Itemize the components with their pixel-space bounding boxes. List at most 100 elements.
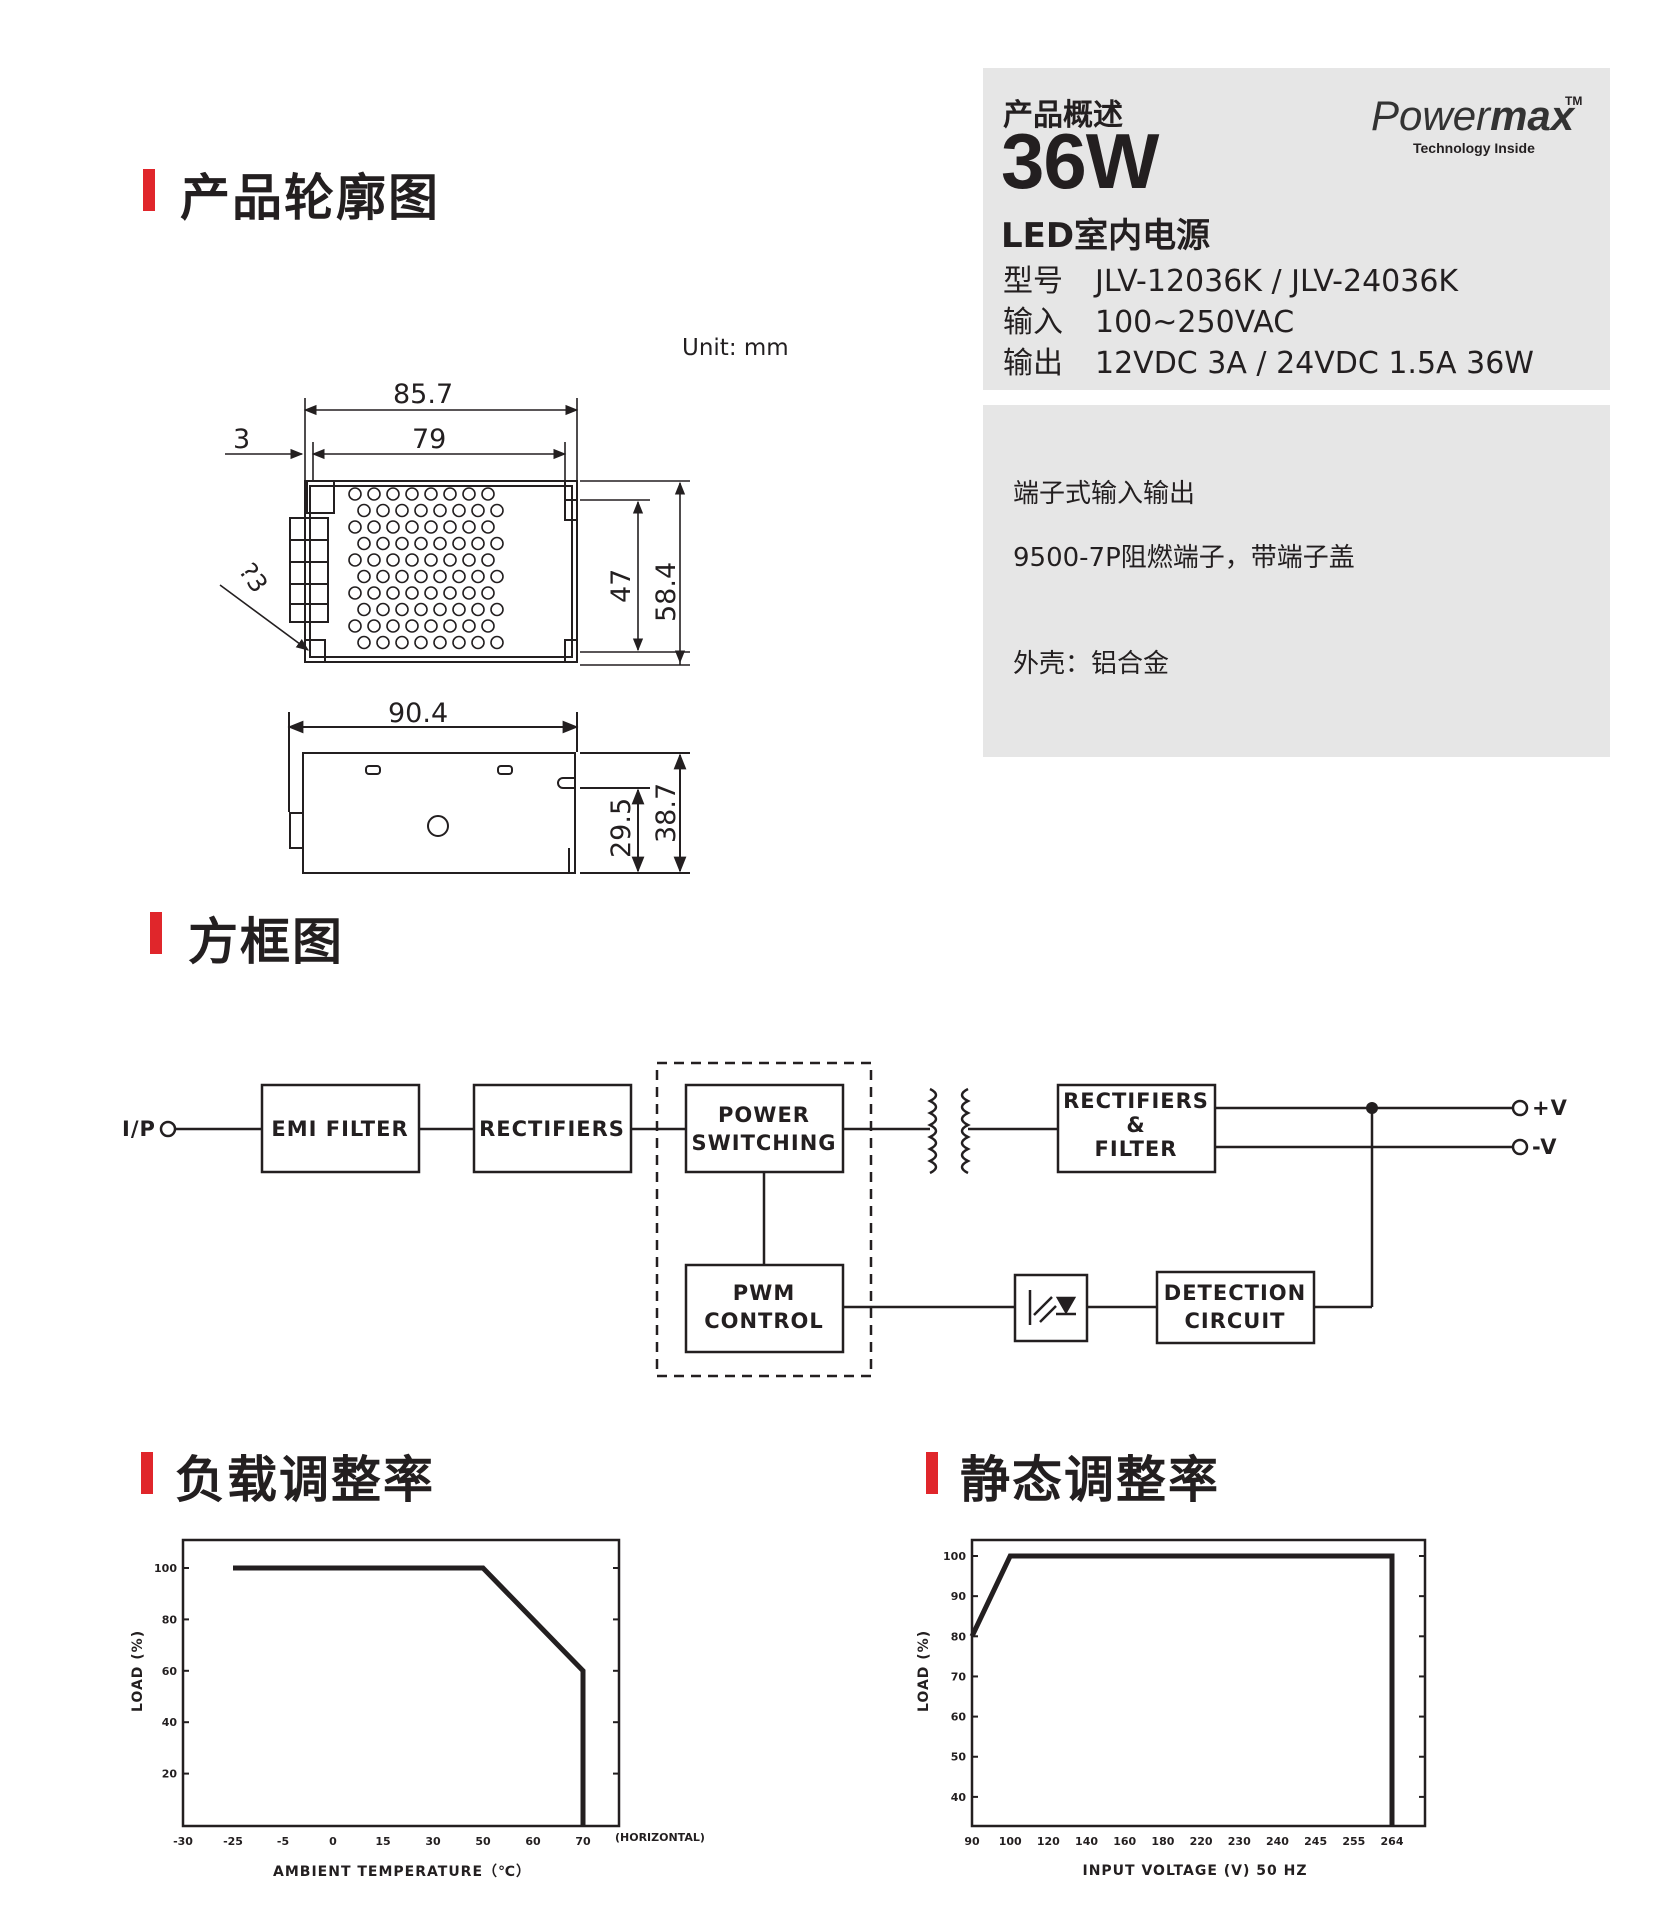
input-label: I/P: [122, 1117, 156, 1141]
vent-hole: [471, 503, 485, 518]
vent-hole: [367, 520, 381, 534]
x-tick-label: 15: [375, 1835, 390, 1848]
x-tick-label: 180: [1151, 1835, 1174, 1848]
brand-logo: Powermax: [1371, 92, 1574, 140]
block-rf-3: FILTER: [1095, 1137, 1178, 1161]
x-tick-label: -25: [223, 1835, 243, 1848]
vent-hole: [386, 487, 400, 501]
output-pos: +V: [1532, 1096, 1568, 1120]
section-marker: [926, 1452, 938, 1494]
y-tick-label: 40: [951, 1791, 967, 1804]
feature-item: 外壳：铝合金: [1013, 649, 1170, 679]
x-tick-label: 240: [1266, 1835, 1289, 1848]
x-tick-label: 245: [1304, 1835, 1327, 1848]
logo-light: Power: [1371, 92, 1491, 139]
y-tick-label: 20: [162, 1768, 178, 1781]
regulation-curve: [969, 1553, 1395, 1825]
vent-hole: [395, 602, 409, 617]
vent-hole: [386, 553, 400, 567]
vent-hole: [443, 619, 457, 633]
vent-hole: [433, 602, 447, 617]
x-axis-label: INPUT VOLTAGE (V) 50 HZ: [1082, 1863, 1307, 1879]
vent-hole: [481, 553, 495, 567]
vent-hole: [433, 635, 447, 650]
chart-frame: [970, 1538, 1427, 1828]
feature-item: 9500-7P阻燃端子，带端子盖: [1013, 543, 1355, 573]
y-axis-label: LOAD (%): [916, 1630, 932, 1712]
vent-hole: [424, 487, 438, 501]
product-type: LED室内电源: [1001, 216, 1211, 256]
logo-tm: TM: [1565, 94, 1583, 108]
vent-hole: [348, 487, 362, 501]
x-tick-label: 160: [1113, 1835, 1136, 1848]
vent-hole: [386, 619, 400, 633]
vent-hole: [462, 487, 476, 501]
y-tick-label: 60: [951, 1711, 967, 1724]
vent-hole: [443, 487, 457, 501]
dim-hole: ?3: [233, 558, 273, 599]
dim-height-body: 47: [606, 569, 637, 603]
vent-hole: [424, 586, 438, 600]
output-neg: -V: [1532, 1135, 1557, 1159]
vent-hole: [424, 520, 438, 534]
vent-hole: [490, 602, 504, 617]
vent-hole: [395, 503, 409, 518]
vent-hole: [414, 569, 428, 584]
vent-hole: [452, 602, 466, 617]
overview-heading: 产品概述: [1003, 98, 1123, 133]
dim-depth-total: 38.7: [651, 783, 682, 843]
vent-hole: [376, 536, 390, 551]
dim-height-total: 58.4: [651, 562, 682, 622]
vent-hole: [367, 487, 381, 501]
vent-hole: [462, 619, 476, 633]
vent-hole: [433, 569, 447, 584]
x-tick-label: 230: [1228, 1835, 1251, 1848]
vent-hole: [414, 536, 428, 551]
x-tick-label: 60: [525, 1835, 541, 1848]
vent-hole: [433, 536, 447, 551]
x-tick-label: -5: [277, 1835, 289, 1848]
load-curve: [233, 1565, 586, 1825]
block-power-switching-1: POWER: [718, 1103, 810, 1127]
vent-hole: [414, 503, 428, 518]
vent-hole: [357, 503, 371, 518]
x-tick-label: 30: [425, 1835, 441, 1848]
vent-hole: [348, 553, 362, 567]
block-pwm-1: PWM: [733, 1281, 795, 1305]
x-axis-suffix: (HORIZONTAL): [615, 1831, 705, 1844]
section-title-load: 负载调整率: [175, 1451, 435, 1509]
vent-hole: [357, 536, 371, 551]
dim-width-total: 90.4: [388, 698, 448, 729]
x-tick-label: 90: [964, 1835, 980, 1848]
vent-hole: [462, 553, 476, 567]
block-pwm-2: CONTROL: [704, 1309, 824, 1333]
vent-hole: [462, 586, 476, 600]
features-panel: 端子式输入输出 9500-7P阻燃端子，带端子盖 外壳：铝合金: [983, 405, 1610, 757]
block-diagram: I/P EMI FILTER RECTIFIERS POWER SWITCHIN…: [122, 1061, 1568, 1378]
vent-hole: [452, 635, 466, 650]
y-tick-label: 100: [943, 1550, 966, 1563]
vent-hole: [376, 503, 390, 518]
x-tick-label: 264: [1381, 1835, 1404, 1848]
x-tick-label: 255: [1342, 1835, 1365, 1848]
vent-hole: [405, 619, 419, 633]
outline-drawing: Unit: mm 85.7 79 3 ?3 47 58.4: [219, 335, 789, 874]
x-tick-label: 120: [1037, 1835, 1060, 1848]
vent-hole: [481, 520, 495, 534]
vent-hole: [490, 569, 504, 584]
spec-value: JLV-12036K / JLV-24036K: [1095, 264, 1459, 299]
vent-hole: [471, 569, 485, 584]
vent-hole: [367, 586, 381, 600]
section-title-block: 方框图: [188, 913, 344, 971]
y-tick-label: 80: [951, 1630, 967, 1643]
vent-hole: [357, 635, 371, 650]
vent-hole: [481, 487, 495, 501]
block-emi-filter: EMI FILTER: [271, 1117, 408, 1141]
vent-hole: [405, 553, 419, 567]
vent-hole: [395, 536, 409, 551]
vent-hole: [367, 553, 381, 567]
x-tick-label: 140: [1075, 1835, 1098, 1848]
